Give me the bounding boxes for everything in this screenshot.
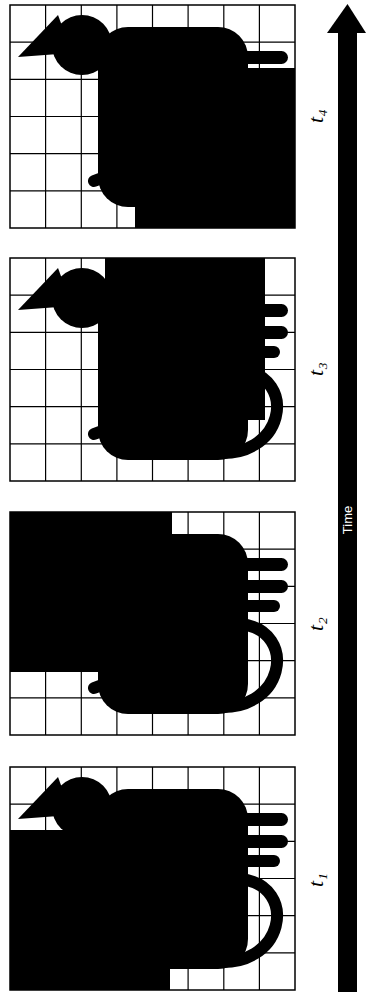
- panel-t4: [10, 5, 295, 228]
- axis-label: Time: [341, 506, 354, 534]
- time-step-label: t₂: [305, 617, 327, 631]
- time-arrow: [327, 4, 366, 992]
- time-step-label: t₁: [305, 873, 327, 887]
- panel-t2: [10, 512, 295, 735]
- time-step-label: t₄: [305, 109, 327, 123]
- panel-t3: [10, 258, 295, 481]
- panel-t1: [10, 767, 295, 990]
- time-step-label: t₃: [305, 362, 327, 376]
